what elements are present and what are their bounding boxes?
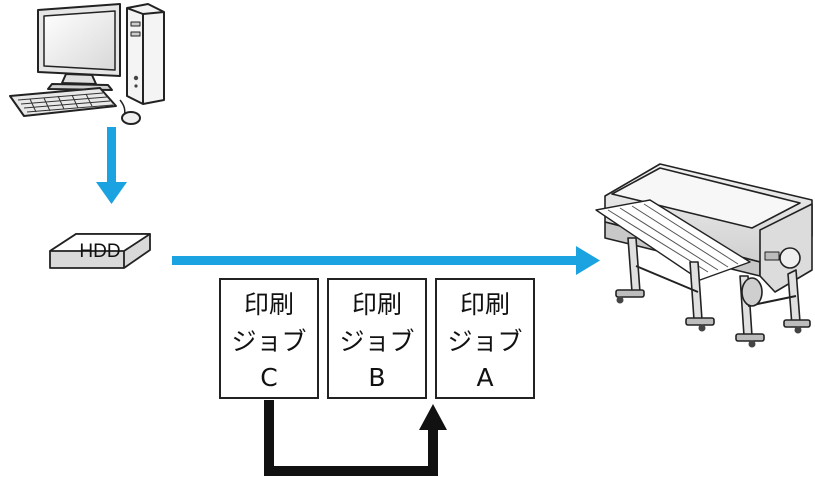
hdd-box-icon <box>49 233 151 269</box>
computer-to-hdd-arrow <box>96 127 127 204</box>
large-format-printer-icon <box>595 163 813 348</box>
job-card-b: 印刷 ジョブ B <box>327 278 427 399</box>
job-b-line3: B <box>368 363 385 392</box>
job-a-line1: 印刷 <box>460 290 510 319</box>
job-b-line1: 印刷 <box>352 290 402 319</box>
job-a-line3: A <box>476 363 493 392</box>
job-c-line1: 印刷 <box>244 290 294 319</box>
job-c-line3: C <box>260 363 277 392</box>
computer-icon <box>9 3 165 125</box>
job-b-line2: ジョブ <box>339 327 414 356</box>
job-c-line2: ジョブ <box>231 327 306 356</box>
hdd-label: HDD <box>79 241 120 262</box>
job-a-line2: ジョブ <box>447 327 522 356</box>
job-card-a: 印刷 ジョブ A <box>435 278 535 399</box>
reorder-arrow <box>264 400 447 476</box>
job-card-c: 印刷 ジョブ C <box>219 278 319 399</box>
hdd-to-printer-arrow <box>172 246 600 275</box>
